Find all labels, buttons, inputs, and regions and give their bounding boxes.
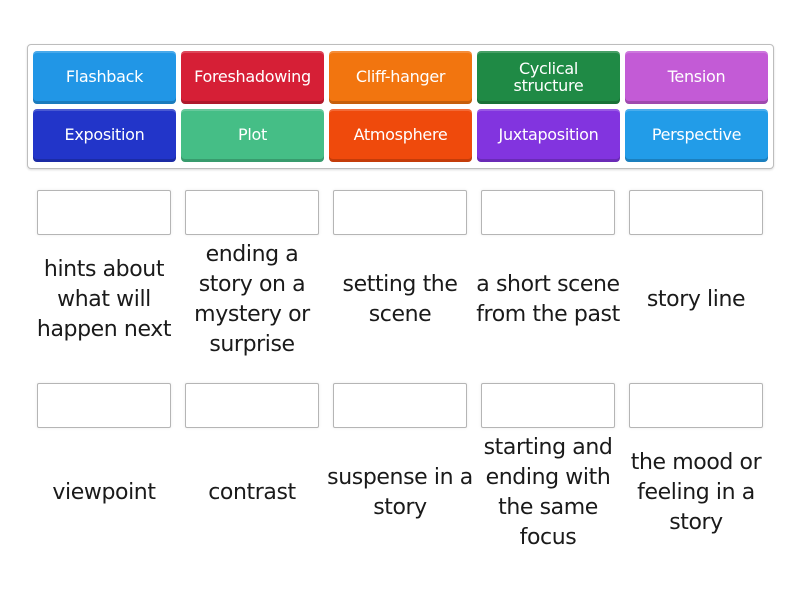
- drop-slot[interactable]: [37, 190, 171, 235]
- drop-slot[interactable]: [629, 190, 763, 235]
- definition-text: a short scene from the past: [476, 271, 620, 327]
- tile-plot[interactable]: Plot: [181, 109, 324, 162]
- tile-perspective[interactable]: Perspective: [625, 109, 768, 162]
- definition-text: ending a story on a mystery or surprise: [194, 241, 310, 357]
- drop-slot[interactable]: [481, 383, 615, 428]
- definition-text: hints about what will happen next: [36, 256, 172, 342]
- drop-slot[interactable]: [629, 383, 763, 428]
- drop-slot[interactable]: [37, 383, 171, 428]
- tile-juxtaposition[interactable]: Juxtaposition: [477, 109, 620, 162]
- tile-cyclical-structure[interactable]: Cyclical structure: [477, 51, 620, 104]
- definition-text: suspense in a story: [327, 464, 473, 520]
- tile-flashback[interactable]: Flashback: [33, 51, 176, 104]
- definition-text: viewpoint: [52, 479, 156, 505]
- drop-slot[interactable]: [333, 190, 467, 235]
- drop-slot[interactable]: [185, 383, 319, 428]
- definition-text: starting and ending with the same focus: [483, 434, 613, 550]
- drop-slot[interactable]: [333, 383, 467, 428]
- definition-text: story line: [646, 286, 746, 312]
- tile-exposition[interactable]: Exposition: [33, 109, 176, 162]
- tile-tension[interactable]: Tension: [625, 51, 768, 104]
- tile-atmosphere[interactable]: Atmosphere: [329, 109, 472, 162]
- definition-text: the mood or feeling in a story: [630, 449, 762, 535]
- drop-slot[interactable]: [185, 190, 319, 235]
- tile-foreshadowing[interactable]: Foreshadowing: [181, 51, 324, 104]
- drop-slot[interactable]: [481, 190, 615, 235]
- tile-cliff-hanger[interactable]: Cliff-hanger: [329, 51, 472, 104]
- definition-text: setting the scene: [342, 271, 458, 327]
- definition-text: contrast: [208, 479, 296, 505]
